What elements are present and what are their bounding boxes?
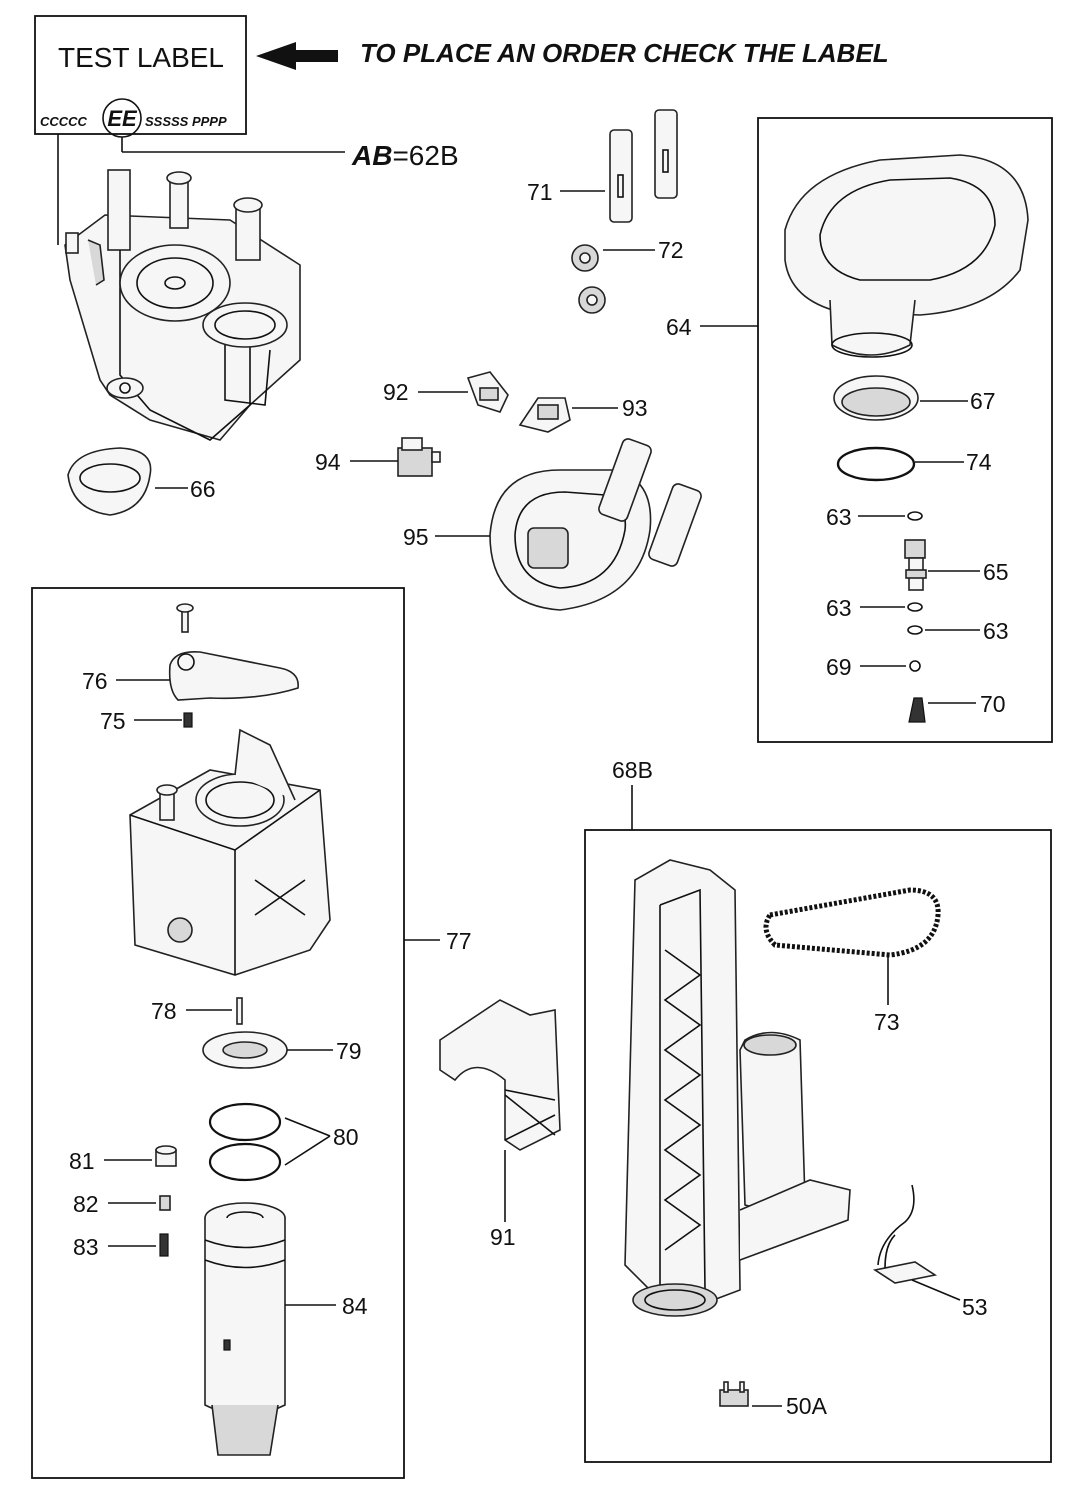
- callout-93: 93: [622, 395, 648, 421]
- callout-66: 66: [190, 476, 216, 502]
- callout-64: 64: [666, 314, 692, 340]
- part-75-spring: [183, 712, 193, 728]
- label-code-right: SSSSS PPPP: [145, 114, 227, 129]
- part-63a-oring: [907, 511, 923, 521]
- callout-71: 71: [527, 179, 553, 205]
- callout-73: 73: [874, 1009, 900, 1035]
- part-50A-switch: [719, 1381, 749, 1407]
- left-arrow-icon: [256, 42, 338, 70]
- svg-text:AB=62B: AB=62B: [351, 140, 459, 171]
- callout-77: 77: [446, 928, 472, 954]
- part-80-ring-b: [208, 1142, 282, 1182]
- part-65-valve: [904, 539, 927, 591]
- callout-65: 65: [983, 559, 1009, 585]
- callout-81: 81: [69, 1148, 95, 1174]
- group-68B-box: [584, 829, 1052, 1463]
- callout-83: 83: [73, 1234, 99, 1260]
- part-94-coil: [397, 437, 441, 477]
- ab-key: AB: [351, 140, 392, 171]
- callout-94: 94: [315, 449, 341, 475]
- part-74-ring: [836, 446, 916, 482]
- callout-78: 78: [151, 998, 177, 1024]
- label-code-mid: EE: [107, 106, 138, 131]
- part-79-disc: [202, 1031, 288, 1069]
- callout-80: 80: [333, 1124, 359, 1150]
- callout-91: 91: [490, 1224, 516, 1250]
- callout-53: 53: [962, 1294, 988, 1320]
- ab-value: =62B: [392, 140, 458, 171]
- brew-group-top-assembly: [64, 169, 301, 441]
- part-71-pins: [609, 109, 678, 223]
- callout-84: 84: [342, 1293, 368, 1319]
- part-69-ball: [909, 660, 921, 672]
- label-code-left: CCCCC: [40, 114, 88, 129]
- callout-92: 92: [383, 379, 409, 405]
- callout-68B: 68B: [612, 757, 653, 783]
- callout-70: 70: [980, 691, 1006, 717]
- callout-79: 79: [336, 1038, 362, 1064]
- part-92-thermostat: [466, 371, 509, 413]
- callout-74: 74: [966, 449, 992, 475]
- order-instruction: TO PLACE AN ORDER CHECK THE LABEL: [360, 38, 889, 68]
- callout-50A: 50A: [786, 1393, 828, 1419]
- callout-72: 72: [658, 237, 684, 263]
- part-63c-oring: [907, 625, 923, 635]
- callout-63c: 63: [983, 618, 1009, 644]
- part-78-screw: [236, 997, 243, 1025]
- callout-69: 69: [826, 654, 852, 680]
- part-93-thermostat: [518, 397, 571, 433]
- part-63b-oring: [907, 602, 923, 612]
- test-label-title: TEST LABEL: [58, 42, 224, 73]
- part-81-nut: [155, 1145, 177, 1167]
- part-72-gears: [571, 244, 606, 314]
- callout-63a: 63: [826, 504, 852, 530]
- callout-95: 95: [403, 524, 429, 550]
- part-68B-drive-column: [624, 859, 851, 1317]
- test-label-box: [34, 15, 247, 135]
- callout-67: 67: [970, 388, 996, 414]
- callout-75: 75: [100, 708, 126, 734]
- part-95-heater: [489, 438, 702, 611]
- part-53-sensor: [872, 1184, 938, 1284]
- part-82-plug: [159, 1195, 171, 1211]
- part-84-cylinder: [204, 1202, 286, 1456]
- part-70-spring: [908, 697, 926, 723]
- part-77-brew-unit: [129, 728, 331, 976]
- part-76-lever: [168, 603, 299, 701]
- group-64-box: [757, 117, 1053, 743]
- part-80-ring-a: [208, 1102, 282, 1142]
- part-73-belt: [763, 887, 941, 958]
- part-66-seal: [67, 447, 152, 516]
- part-67-filter: [833, 375, 919, 421]
- part-64-upper-unit: [784, 154, 1029, 358]
- callout-63b: 63: [826, 595, 852, 621]
- callout-82: 82: [73, 1191, 99, 1217]
- part-83-spring: [159, 1233, 169, 1257]
- callout-76: 76: [82, 668, 108, 694]
- part-91-bracket: [439, 999, 561, 1151]
- group-77-box: [31, 587, 405, 1479]
